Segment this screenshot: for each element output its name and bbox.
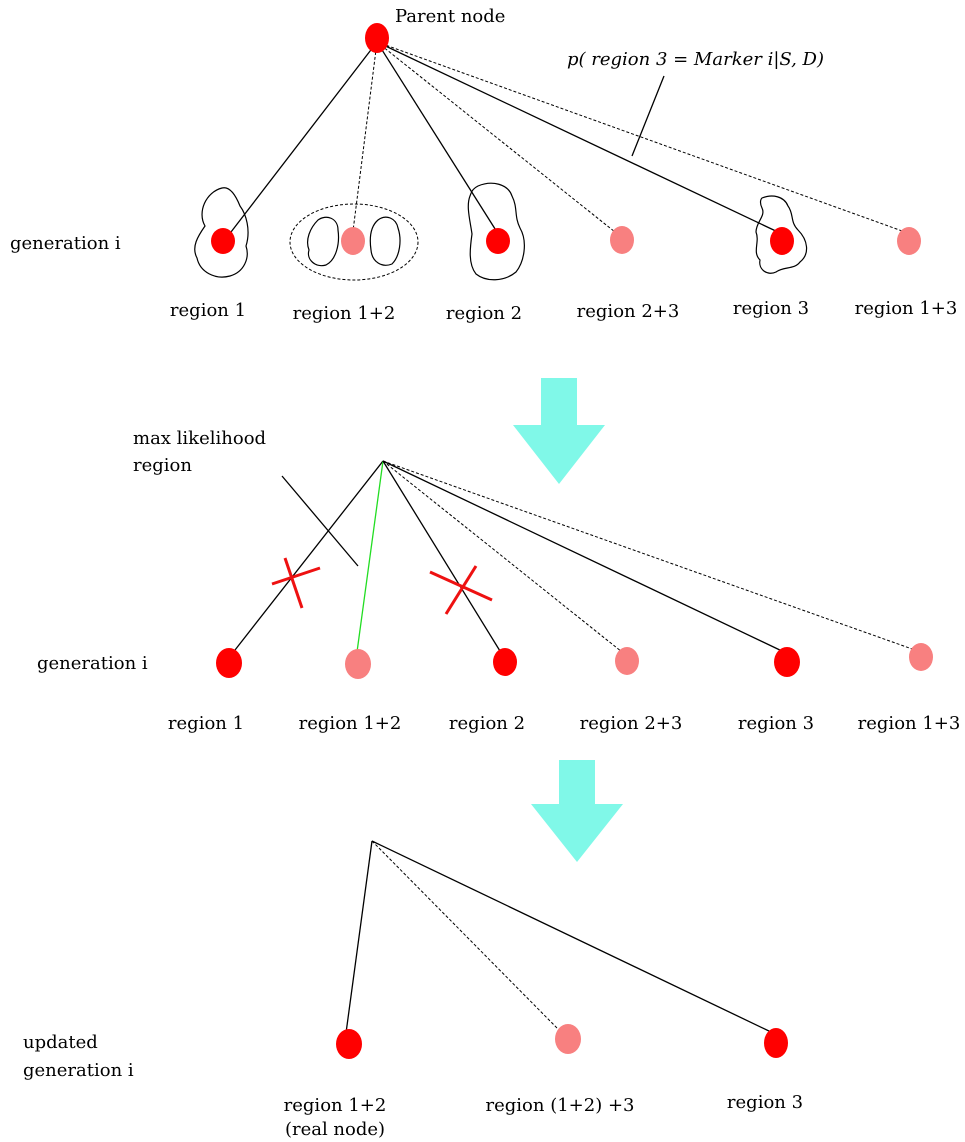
down-arrow-1 bbox=[513, 378, 605, 484]
edge-stage2-region-2 bbox=[382, 460, 501, 652]
region-label: region 3 bbox=[727, 1092, 803, 1113]
max-likelihood-pointer bbox=[281, 475, 359, 567]
edge-parent-region-1 bbox=[230, 41, 378, 233]
edge-stage2-region-2-3 bbox=[382, 460, 623, 653]
region-label: region 2 bbox=[449, 713, 525, 734]
node-region-1-2 bbox=[341, 227, 365, 255]
generation-label: generation i bbox=[10, 233, 121, 254]
down-arrow-2 bbox=[531, 760, 623, 862]
parent-node-label: Parent node bbox=[395, 6, 505, 27]
node-region-1 bbox=[216, 648, 242, 678]
node-region-1-3 bbox=[897, 227, 921, 255]
region-label: region 2+3 bbox=[580, 713, 683, 734]
edge-parent-region-1-2 bbox=[352, 41, 378, 232]
region-label: region (1+2) +3 bbox=[486, 1095, 635, 1116]
max-likelihood-label: region bbox=[133, 455, 192, 476]
max-likelihood-label: max likelihood bbox=[133, 428, 266, 449]
probability-label: p( region 3 = Marker i|S, D) bbox=[567, 49, 824, 70]
edge-parent-region-3 bbox=[376, 41, 781, 234]
rejection-cross-region-2 bbox=[429, 565, 493, 615]
edge-parent-region-2 bbox=[376, 41, 498, 233]
node-region-3 bbox=[774, 647, 800, 677]
probability-pointer bbox=[631, 75, 665, 157]
edge-stage2-region-1-2-selected bbox=[356, 460, 384, 653]
region-label: region 1+2 bbox=[293, 303, 396, 324]
node-region-2-3 bbox=[615, 647, 639, 675]
stage-1: Parent node p( region 3 = Marker i|S, D)… bbox=[10, 6, 957, 324]
edge-stage2-region-3 bbox=[382, 460, 785, 653]
rejection-cross-region-1 bbox=[271, 557, 321, 609]
node-region-3 bbox=[770, 227, 794, 255]
stage-2: max likelihood region generation i regio… bbox=[37, 428, 960, 734]
region-label: region 1+2 bbox=[284, 1095, 387, 1116]
edge-parent-region-1-3 bbox=[376, 41, 906, 233]
updated-generation-label: generation i bbox=[23, 1060, 134, 1081]
node-region-3 bbox=[764, 1028, 788, 1058]
region-label: region 3 bbox=[738, 713, 814, 734]
node-region-1-2-3 bbox=[555, 1024, 581, 1054]
parent-node bbox=[365, 23, 389, 53]
edge-parent-region-2-3 bbox=[376, 41, 616, 233]
region-label: region 3 bbox=[733, 298, 809, 319]
generation-label: generation i bbox=[37, 653, 148, 674]
node-region-2 bbox=[493, 648, 517, 676]
region-label: region 1 bbox=[170, 300, 246, 321]
region-label: region 1 bbox=[168, 713, 244, 734]
node-region-1 bbox=[211, 228, 235, 254]
node-region-1-3 bbox=[909, 643, 933, 671]
edge-updated-region-1-2-main bbox=[345, 840, 373, 1034]
edge-stage2-region-1-3 bbox=[382, 460, 916, 651]
region-1-2-grouping bbox=[289, 203, 419, 281]
edge-stage2-region-1 bbox=[234, 460, 384, 651]
region-label: region 1+2 bbox=[299, 713, 402, 734]
region-label: region 1+3 bbox=[858, 713, 961, 734]
region-1-2-left-part bbox=[306, 216, 340, 267]
region-label: region 1+3 bbox=[855, 298, 958, 319]
region-label: region 2 bbox=[446, 303, 522, 324]
node-region-1-2 bbox=[345, 649, 371, 679]
region-label: region 2+3 bbox=[577, 301, 680, 322]
node-region-2-3 bbox=[610, 226, 634, 254]
node-region-2 bbox=[486, 228, 510, 254]
real-node-note: (real node) bbox=[285, 1119, 385, 1140]
region-3-outline bbox=[755, 195, 808, 274]
edge-updated-region-1-2-3 bbox=[371, 840, 558, 1029]
region-1-outline bbox=[194, 187, 249, 278]
stage-3: updated generation i region 1+2 (real no… bbox=[23, 840, 803, 1140]
region-2-outline bbox=[467, 182, 525, 281]
edge-updated-region-3 bbox=[371, 840, 772, 1033]
node-region-1-2 bbox=[336, 1029, 362, 1059]
region-1-2-right-part bbox=[369, 216, 401, 266]
updated-generation-label: updated bbox=[23, 1032, 98, 1053]
